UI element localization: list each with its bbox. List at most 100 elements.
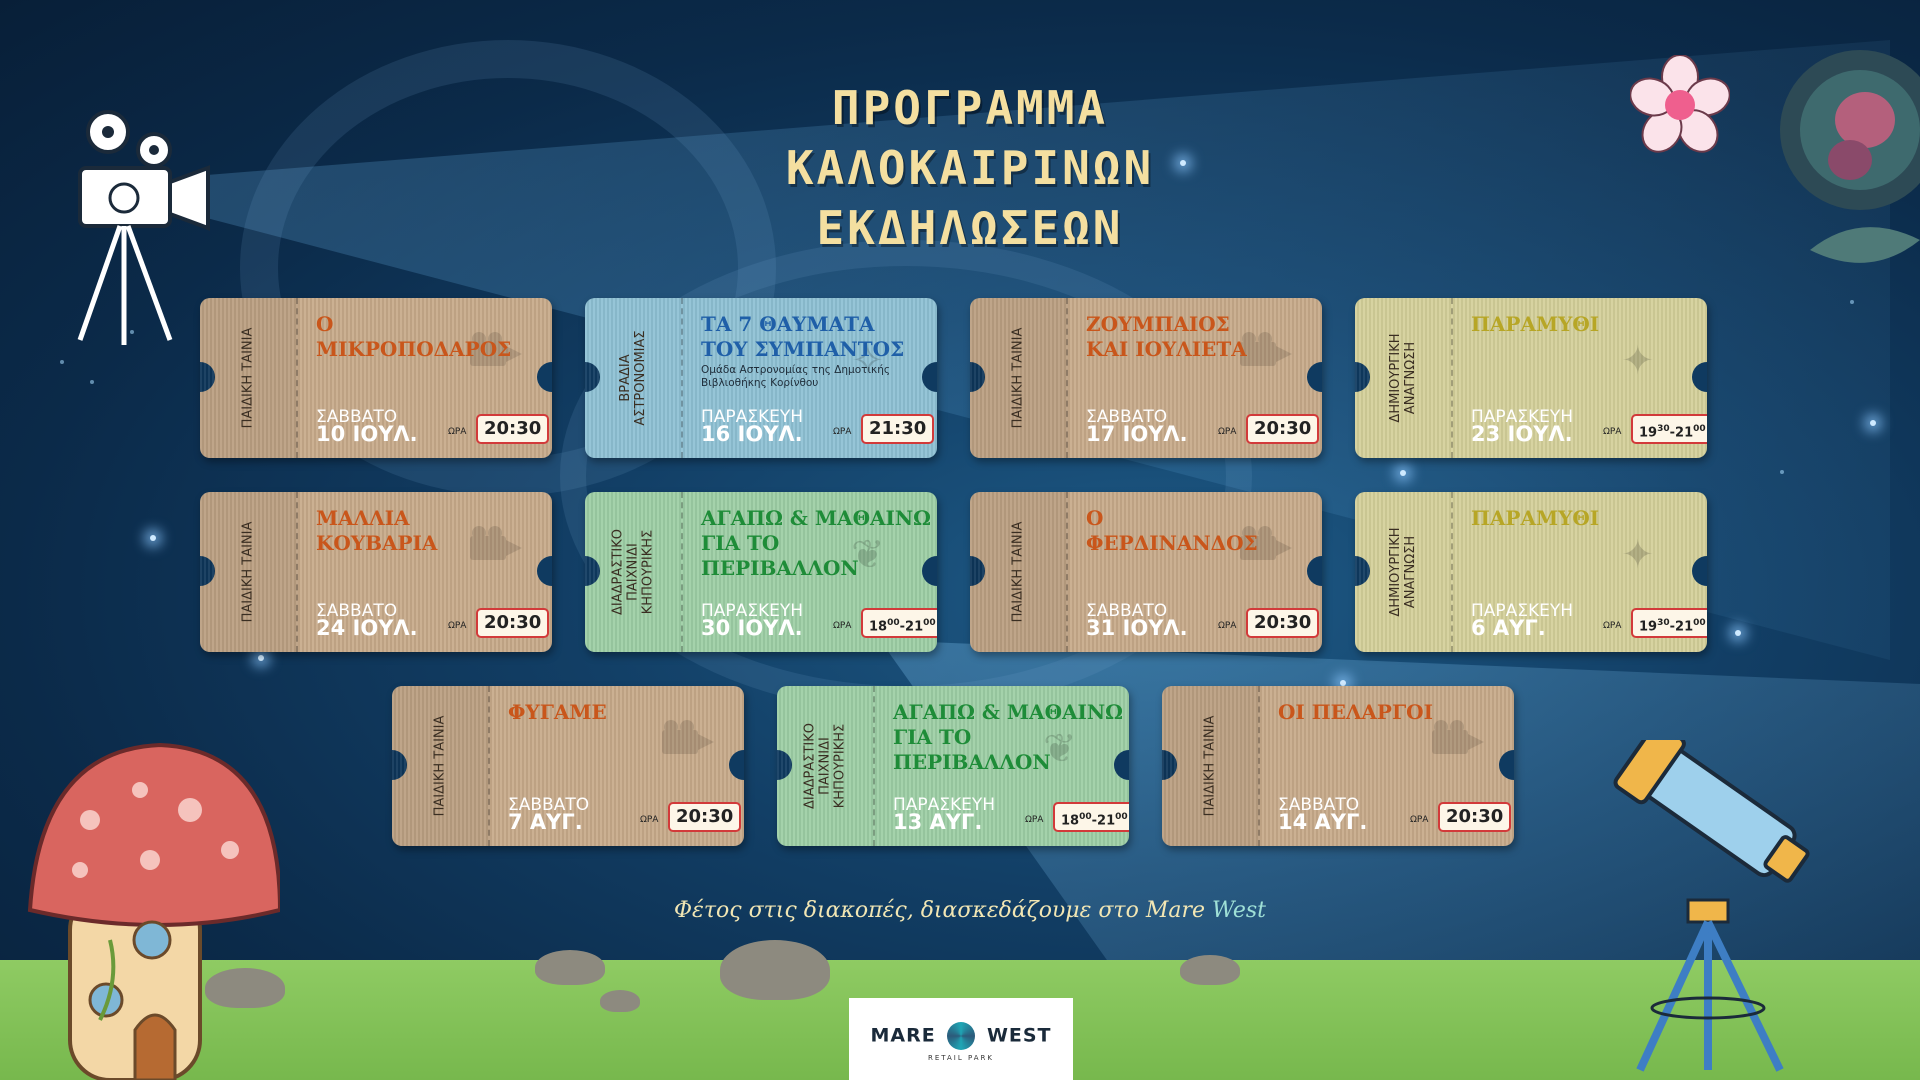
rock (1180, 955, 1240, 985)
time-label: ΩΡΑ (448, 427, 467, 437)
time-from: 19 (1639, 619, 1658, 635)
time-to: 21 (905, 619, 924, 635)
event-date: 6 ΑΥΓ. (1471, 616, 1546, 640)
star-icon: ✧ (851, 338, 885, 384)
star-icon (1400, 470, 1406, 476)
time-to-minutes: 00 (1693, 618, 1706, 628)
logo-text: MARE WEST (849, 1022, 1073, 1050)
title-line: ΕΚΔΗΛΩΣΕΩΝ (816, 201, 1124, 255)
event-category: ΔΙΑΔΡΑΣΤΙΚΟ ΠΑΙΧΝΙΔΙ ΚΗΠΟΥΡΙΚΗΣ (610, 529, 656, 615)
event-category: ΠΑΙΔΙΚΗ ΤΑΙΝΙΑ (432, 715, 448, 817)
event-ticket: ΠΑΙΔΙΚΗ ΤΑΙΝΙΑ ΜΑΛΛΙΑ ΚΟΥΒΑΡΙΑ ΣΑΒΒΑΤΟ 2… (200, 492, 552, 652)
event-date: 13 ΑΥΓ. (893, 810, 983, 834)
time-label: ΩΡΑ (1603, 621, 1622, 631)
ticket-stub: ΔΙΑΔΡΑΣΤΙΚΟ ΠΑΙΧΝΙΔΙ ΚΗΠΟΥΡΙΚΗΣ (777, 686, 875, 846)
star-dot (60, 360, 64, 364)
event-ticket: ΔΙΑΔΡΑΣΤΙΚΟ ΠΑΙΧΝΙΔΙ ΚΗΠΟΥΡΙΚΗΣ ❦ ΑΓΑΠΩ … (585, 492, 937, 652)
event-day: ΠΑΡΑΣΚΕΥΗ (1471, 601, 1574, 621)
event-time: 1930-2100 (1631, 608, 1707, 638)
ticket-stub: ΠΑΙΔΙΚΗ ΤΑΙΝΙΑ (200, 492, 298, 652)
event-ticket: ΠΑΙΔΙΚΗ ΤΑΙΝΙΑ ΟΙ ΠΕΛΑΡΓΟΙ ΣΑΒΒΑΤΟ 14 ΑΥ… (1162, 686, 1514, 846)
star-dot (1780, 470, 1784, 474)
page-title: ΠΡΟΓΡΑΜΜΑ ΚΑΛΟΚΑΙΡΙΝΩΝ ΕΚΔΗΛΩΣΕΩΝ (700, 78, 1240, 258)
event-category: ΠΑΙΔΙΚΗ ΤΑΙΝΙΑ (1202, 715, 1218, 817)
event-time: 1930-2100 (1631, 414, 1707, 444)
event-date: 17 ΙΟΥΛ. (1086, 422, 1188, 446)
ticket-stub: ΔΗΜΙΟΥΡΓΙΚΗ ΑΝΑΓΝΩΣΗ (1355, 492, 1453, 652)
film-projector-icon (77, 110, 210, 345)
event-category: ΠΑΙΔΙΚΗ ΤΑΙΝΙΑ (240, 327, 256, 429)
event-time: 1800-2100 (861, 608, 937, 638)
event-time: 20:30 (1246, 414, 1320, 444)
ticket-body: ΦΥΓΑΜΕ ΣΑΒΒΑΤΟ 7 ΑΥΓ. ΩΡΑ 20:30 (508, 686, 742, 846)
event-title: ΠΑΡΑΜΥΘΙ (1471, 312, 1600, 336)
event-date: 23 ΙΟΥΛ. (1471, 422, 1573, 446)
tagline: Φέτος στις διακοπές, διασκεδάζουμε στο M… (600, 898, 1340, 923)
time-label: ΩΡΑ (1218, 621, 1237, 631)
event-subtitle: Ομάδα Αστρονομίας της Δημοτικής Βιβλιοθή… (701, 364, 891, 389)
ticket-stub: ΔΙΑΔΡΑΣΤΙΚΟ ΠΑΙΧΝΙΔΙ ΚΗΠΟΥΡΙΚΗΣ (585, 492, 683, 652)
ticket-stub: ΠΑΙΔΙΚΗ ΤΑΙΝΙΑ (392, 686, 490, 846)
time-label: ΩΡΑ (640, 815, 659, 825)
event-ticket: ΒΡΑΔΙΑ ΑΣΤΡΟΝΟΜΙΑΣ ✧ ΤΑ 7 ΘΑΥΜΑΤΑ ΤΟΥ ΣΥ… (585, 298, 937, 458)
event-time: 20:30 (476, 414, 550, 444)
event-ticket: ΠΑΙΔΙΚΗ ΤΑΙΝΙΑ Ο ΦΕΡΔΙΝΑΝΔΟΣ ΣΑΒΒΑΤΟ 31 … (970, 492, 1322, 652)
event-category: ΔΙΑΔΡΑΣΤΙΚΟ ΠΑΙΧΝΙΔΙ ΚΗΠΟΥΡΙΚΗΣ (802, 723, 848, 809)
event-time: 20:30 (1246, 608, 1320, 638)
star-icon (258, 655, 264, 661)
event-ticket: ΠΑΙΔΙΚΗ ΤΑΙΝΙΑ Ο ΜΙΚΡΟΠΟΔΑΡΟΣ ΣΑΒΒΑΤΟ 10… (200, 298, 552, 458)
star-icon (1340, 680, 1346, 686)
event-time: 20:30 (668, 802, 742, 832)
star-dot (1850, 300, 1854, 304)
time-to-minutes: 00 (1693, 424, 1706, 434)
event-date: 31 ΙΟΥΛ. (1086, 616, 1188, 640)
event-day: ΣΑΒΒΑΤΟ (508, 795, 590, 815)
event-title: ΜΑΛΛΙΑ ΚΟΥΒΑΡΙΑ (316, 506, 438, 555)
time-from-minutes: 00 (887, 618, 900, 628)
event-title: ΟΙ ΠΕΛΑΡΓΟΙ (1278, 700, 1433, 724)
event-title: ΑΓΑΠΩ & ΜΑΘΑΙΝΩ ΓΙΑ ΤΟ ΠΕΡΙΒΑΛΛΟΝ (701, 506, 931, 580)
title-line: ΠΡΟΓΡΑΜΜΑ (831, 81, 1109, 135)
event-ticket: ΔΗΜΙΟΥΡΓΙΚΗ ΑΝΑΓΝΩΣΗ ✦ ΠΑΡΑΜΥΘΙ ΠΑΡΑΣΚΕΥ… (1355, 298, 1707, 458)
star-dot (90, 380, 94, 384)
tagline-text: Φέτος στις διακοπές, διασκεδάζουμε στο (674, 898, 1146, 923)
ticket-stub: ΠΑΙΔΙΚΗ ΤΑΙΝΙΑ (970, 492, 1068, 652)
time-from: 19 (1639, 425, 1658, 441)
event-category: ΠΑΙΔΙΚΗ ΤΑΙΝΙΑ (1010, 521, 1026, 623)
ticket-body: ✦ ΠΑΡΑΜΥΘΙ ΠΑΡΑΣΚΕΥΗ 23 ΙΟΥΛ. ΩΡΑ 1930-2… (1471, 298, 1707, 458)
event-day: ΣΑΒΒΑΤΟ (1086, 407, 1168, 427)
time-label: ΩΡΑ (1218, 427, 1237, 437)
star-icon (1870, 420, 1876, 426)
event-date: 24 ΙΟΥΛ. (316, 616, 418, 640)
event-date: 10 ΙΟΥΛ. (316, 422, 418, 446)
time-to: 21 (1097, 813, 1116, 829)
event-date: 14 ΑΥΓ. (1278, 810, 1368, 834)
time-from-minutes: 30 (1657, 618, 1670, 628)
event-category: ΠΑΙΔΙΚΗ ΤΑΙΝΙΑ (1010, 327, 1026, 429)
ticket-stub: ΒΡΑΔΙΑ ΑΣΤΡΟΝΟΜΙΑΣ (585, 298, 683, 458)
event-ticket: ΔΗΜΙΟΥΡΓΙΚΗ ΑΝΑΓΝΩΣΗ ✦ ΠΑΡΑΜΥΘΙ ΠΑΡΑΣΚΕΥ… (1355, 492, 1707, 652)
mushroom-house-icon (27, 742, 280, 1080)
logo-subtitle: RETAIL PARK (927, 1054, 994, 1062)
star-icon (150, 535, 156, 541)
camera-icon (662, 720, 716, 756)
time-label: ΩΡΑ (833, 427, 852, 437)
ticket-body: ΖΟΥΜΠΑΙΟΣ ΚΑΙ ΙΟΥΛΙΕΤΑ ΣΑΒΒΑΤΟ 17 ΙΟΥΛ. … (1086, 298, 1320, 458)
camera-icon (470, 526, 524, 562)
ticket-body: ❦ ΑΓΑΠΩ & ΜΑΘΑΙΝΩ ΓΙΑ ΤΟ ΠΕΡΙΒΑΛΛΟΝ ΠΑΡΑ… (893, 686, 1129, 846)
rock (205, 968, 285, 1008)
event-ticket: ΠΑΙΔΙΚΗ ΤΑΙΝΙΑ ΖΟΥΜΠΑΙΟΣ ΚΑΙ ΙΟΥΛΙΕΤΑ ΣΑ… (970, 298, 1322, 458)
time-from: 18 (1061, 813, 1080, 829)
event-time: 1800-2100 (1053, 802, 1129, 832)
event-ticket: ΔΙΑΔΡΑΣΤΙΚΟ ΠΑΙΧΝΙΔΙ ΚΗΠΟΥΡΙΚΗΣ ❦ ΑΓΑΠΩ … (777, 686, 1129, 846)
event-category: ΔΗΜΙΟΥΡΓΙΚΗ ΑΝΑΓΝΩΣΗ (1388, 333, 1418, 423)
logo-word-left: MARE (870, 1024, 936, 1047)
time-from: 18 (869, 619, 888, 635)
camera-icon (1432, 720, 1486, 756)
leaf-icon: ❦ (1043, 726, 1077, 772)
leaf-icon: ❦ (851, 532, 885, 578)
ticket-body: ΜΑΛΛΙΑ ΚΟΥΒΑΡΙΑ ΣΑΒΒΑΤΟ 24 ΙΟΥΛ. ΩΡΑ 20:… (316, 492, 550, 652)
ticket-body: Ο ΦΕΡΔΙΝΑΝΔΟΣ ΣΑΒΒΑΤΟ 31 ΙΟΥΛ. ΩΡΑ 20:30 (1086, 492, 1320, 652)
mare-west-logo: MARE WEST RETAIL PARK (849, 998, 1073, 1080)
